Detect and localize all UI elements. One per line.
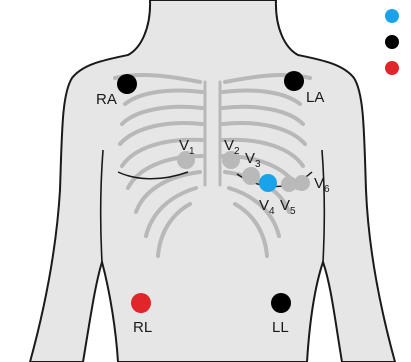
electrode-ll [271,293,291,313]
legend-black-dot [385,35,399,49]
electrode-rl [131,293,151,313]
electrode-v4 [259,174,277,192]
torso-outline [30,0,395,362]
electrode-ll-label: LL [272,319,289,336]
electrode-rl-label: RL [133,319,152,336]
electrode-la [284,71,304,91]
electrode-ra-label: RA [96,91,117,108]
electrode-la-label: LA [306,89,324,106]
electrode-ra [117,74,137,94]
electrode-v6 [294,175,310,191]
legend-red-dot [385,61,399,75]
legend [385,9,399,75]
legend-blue-dot [385,9,399,23]
